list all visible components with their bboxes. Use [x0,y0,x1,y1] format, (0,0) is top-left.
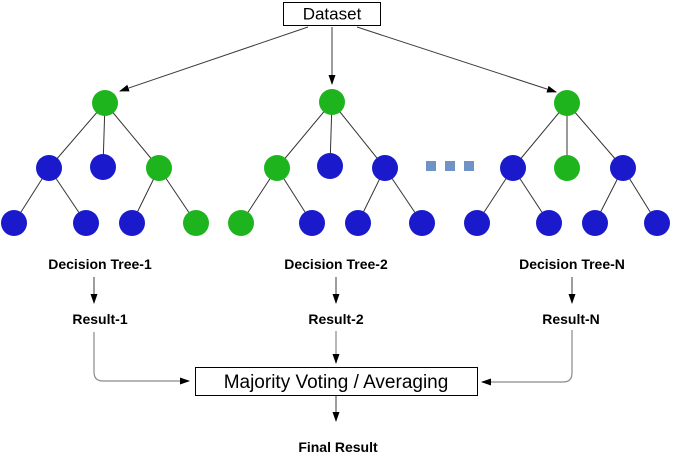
tree-2-node-1-green [264,155,290,181]
majority-voting-label: Majority Voting / Averaging [224,372,449,393]
tree-3-node-5-blue [536,210,562,236]
trees-layer [1,89,670,236]
tree-1-node-3-green [146,155,172,181]
dataset-to-tree1-arrow [119,26,309,92]
tree-3-edge-0 [512,102,568,169]
tree-3-node-2-green [554,155,580,181]
tree-3-node-4-blue [464,210,490,236]
tree-3-node-3-blue [610,155,636,181]
tree-1-node-4-blue [1,210,27,236]
tree-1-node-0-green [92,90,118,116]
tree-1-node-1-blue [36,155,62,181]
result1-label: Result-1 [72,311,127,327]
ellipsis-dot-2 [445,161,455,171]
ellipsis-dot-3 [464,161,474,171]
tree-2-edge-0 [276,101,333,169]
tree-2-node-2-blue [317,153,343,179]
dataset-to-treeN-arrow [356,26,557,93]
tree-1-node-6-blue [119,210,145,236]
majority-voting-box: Majority Voting / Averaging [195,367,478,396]
tree-1-node-7-green [183,210,209,236]
tree1-label: Decision Tree-1 [48,256,152,272]
tree-2-node-4-green [228,210,254,236]
tree-1-node-2-blue [90,154,116,180]
tree-2-node-5-blue [299,210,325,236]
dataset-box: Dataset [283,2,381,26]
tree-2-node-0-green [319,89,345,115]
tree-1-node-5-blue [73,210,99,236]
result1-to-voting-connector [93,332,190,385]
tree-2-edge-2 [331,101,386,169]
tree-2-node-3-blue [372,155,398,181]
tree-1-edge-0 [48,102,106,169]
tree-3-edge-2 [566,102,624,169]
tree-3-node-0-green [554,90,580,116]
tree-2-node-7-blue [409,210,435,236]
resultN-to-voting-connector [481,330,573,386]
resultN-label: Result-N [542,311,600,327]
result2-label: Result-2 [308,311,363,327]
treeN-label: Decision Tree-N [519,256,625,272]
tree-3-node-1-blue [500,155,526,181]
dataset-label: Dataset [303,5,362,24]
tree2-label: Decision Tree-2 [284,256,388,272]
tree-2-node-6-blue [345,210,371,236]
tree-3-node-6-blue [582,210,608,236]
ellipsis-dot-1 [426,161,436,171]
tree-3-node-7-blue [644,210,670,236]
final-result-label: Final Result [298,439,378,455]
tree-1-edge-2 [104,102,160,169]
